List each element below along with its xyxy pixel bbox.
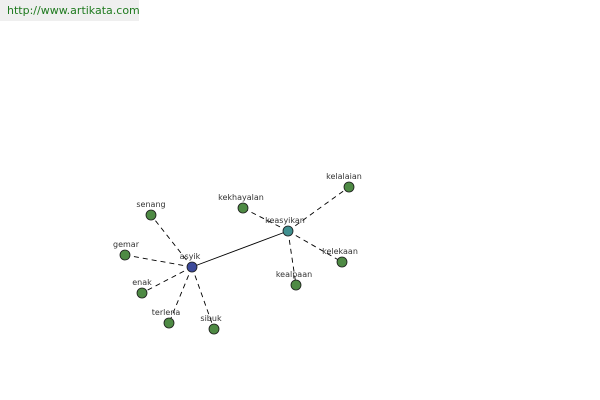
node-label-terlena: terlena bbox=[152, 308, 181, 317]
edges-layer bbox=[124, 186, 350, 330]
node-gemar[interactable]: gemar bbox=[113, 240, 140, 261]
node-label-asyik: asyik bbox=[180, 252, 201, 261]
edge-asyik-senang bbox=[150, 214, 193, 268]
edge-asyik-sibuk bbox=[191, 266, 215, 330]
node-sibuk[interactable]: sibuk bbox=[200, 314, 222, 335]
node-label-sibuk: sibuk bbox=[200, 314, 222, 323]
edge-asyik-keasyikan bbox=[191, 230, 289, 268]
node-circle-senang[interactable] bbox=[145, 209, 157, 221]
nodes-layer: asyik keasyikan senang gemar enak terlena sibu… bbox=[113, 172, 362, 335]
node-label-senang: senang bbox=[136, 200, 165, 209]
node-label-kealpaan: kealpaan bbox=[276, 270, 312, 279]
node-enak[interactable]: enak bbox=[132, 278, 152, 299]
node-terlena[interactable]: terlena bbox=[152, 308, 181, 329]
node-circle-keasyikan[interactable] bbox=[282, 225, 294, 237]
source-link-banner: http://www.artikata.com bbox=[0, 0, 140, 21]
node-keasyikan[interactable]: keasyikan bbox=[265, 216, 305, 237]
node-kelalaian[interactable]: kelalaian bbox=[326, 172, 362, 193]
edge-asyik-enak bbox=[141, 266, 193, 294]
node-circle-kelekaan[interactable] bbox=[336, 256, 348, 268]
node-label-kelekaan: kelekaan bbox=[322, 247, 358, 256]
node-circle-terlena[interactable] bbox=[163, 317, 175, 329]
edge-asyik-gemar bbox=[124, 254, 193, 268]
node-circle-gemar[interactable] bbox=[119, 249, 131, 261]
node-circle-asyik[interactable] bbox=[186, 261, 198, 273]
node-kealpaan[interactable]: kealpaan bbox=[276, 270, 312, 291]
edge-keasyikan-kelalaian bbox=[287, 186, 350, 232]
node-kekhayalan[interactable]: kekhayalan bbox=[218, 193, 264, 214]
node-circle-kekhayalan[interactable] bbox=[237, 202, 249, 214]
node-label-kekhayalan: kekhayalan bbox=[218, 193, 264, 202]
node-circle-enak[interactable] bbox=[136, 287, 148, 299]
node-kelekaan[interactable]: kelekaan bbox=[322, 247, 358, 268]
edge-keasyikan-kelekaan bbox=[287, 230, 343, 263]
node-label-kelalaian: kelalaian bbox=[326, 172, 362, 181]
node-asyik[interactable]: asyik bbox=[180, 252, 201, 273]
edge-asyik-terlena bbox=[168, 266, 193, 324]
node-circle-kelalaian[interactable] bbox=[343, 181, 355, 193]
edge-keasyikan-kealpaan bbox=[287, 230, 297, 286]
node-circle-kealpaan[interactable] bbox=[290, 279, 302, 291]
node-senang[interactable]: senang bbox=[136, 200, 166, 221]
node-label-gemar: gemar bbox=[113, 240, 140, 249]
source-link[interactable]: http://www.artikata.com bbox=[7, 4, 140, 17]
node-circle-sibuk[interactable] bbox=[208, 323, 220, 335]
node-label-keasyikan: keasyikan bbox=[265, 216, 305, 225]
node-label-enak: enak bbox=[132, 278, 152, 287]
